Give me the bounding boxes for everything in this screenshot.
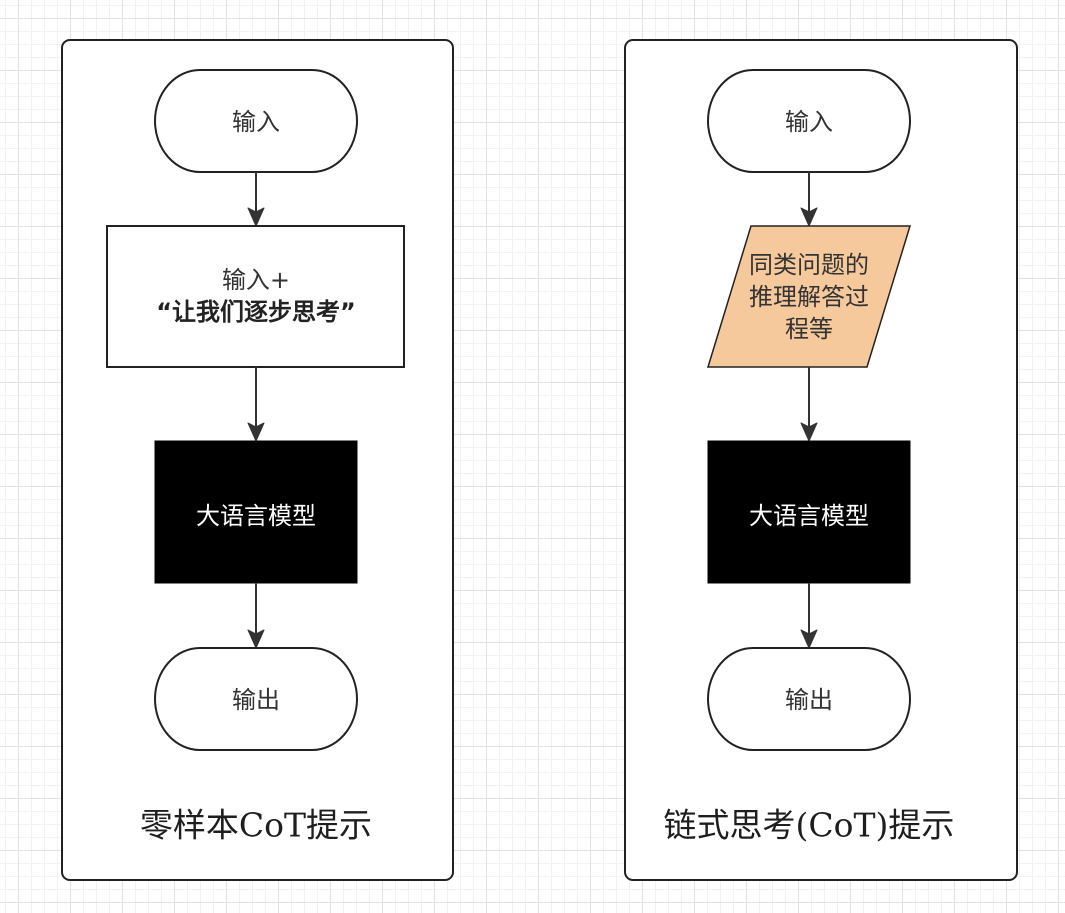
panel-caption: 零样本CoT提示 [140, 806, 372, 845]
input-label: 输入 [232, 108, 280, 136]
llm-label: 大语言模型 [749, 502, 869, 530]
chain-of-thought-panel[interactable]: 输入 同类问题的 推理解答过 程等 大语言模型 [624, 39, 1018, 881]
arrow-head [247, 422, 265, 442]
arrow-head [800, 207, 818, 227]
llm-box[interactable]: 大语言模型 [707, 440, 911, 584]
examples-data-box[interactable]: 同类问题的 推理解答过 程等 [706, 225, 912, 368]
output-terminal-shape[interactable] [154, 647, 358, 751]
arrow-model-to-output[interactable] [800, 583, 818, 649]
prompt-line-input: 输入+ [222, 266, 290, 294]
panel-caption: 链式思考(CoT)提示 [664, 806, 955, 845]
arrow-examples-to-model[interactable] [800, 367, 818, 442]
arrow-input-to-examples[interactable] [800, 172, 818, 227]
llm-box-shape[interactable] [707, 440, 911, 584]
zero-shot-cot-panel[interactable]: 输入 输入+ “让我们逐步思考” 大语言模型 [61, 39, 454, 881]
examples-parallelogram[interactable] [706, 225, 912, 368]
arrow-head [247, 207, 265, 227]
prompt-box[interactable]: 输入+ “让我们逐步思考” [106, 225, 405, 368]
output-terminal[interactable]: 输出 [707, 647, 911, 751]
arrow-model-to-output[interactable] [247, 583, 265, 649]
output-terminal[interactable]: 输出 [154, 647, 358, 751]
llm-box-shape[interactable] [154, 440, 358, 584]
output-label: 输出 [785, 686, 833, 714]
prompt-box-shape[interactable] [106, 225, 405, 368]
output-terminal-shape[interactable] [707, 647, 911, 751]
arrow-prompt-to-model[interactable] [247, 367, 265, 442]
examples-line-2: 推理解答过 [749, 283, 869, 311]
output-label: 输出 [232, 686, 280, 714]
llm-label: 大语言模型 [196, 502, 316, 530]
input-terminal[interactable]: 输入 [154, 69, 358, 173]
arrow-head [247, 629, 265, 649]
arrow-input-to-prompt[interactable] [247, 172, 265, 227]
prompt-line-step-by-step: “让我们逐步思考” [156, 298, 356, 326]
input-label: 输入 [785, 108, 833, 136]
examples-line-1: 同类问题的 [749, 251, 869, 279]
arrow-head [800, 629, 818, 649]
arrow-head [800, 422, 818, 442]
input-terminal[interactable]: 输入 [707, 69, 911, 173]
examples-line-3: 程等 [785, 315, 833, 343]
llm-box[interactable]: 大语言模型 [154, 440, 358, 584]
